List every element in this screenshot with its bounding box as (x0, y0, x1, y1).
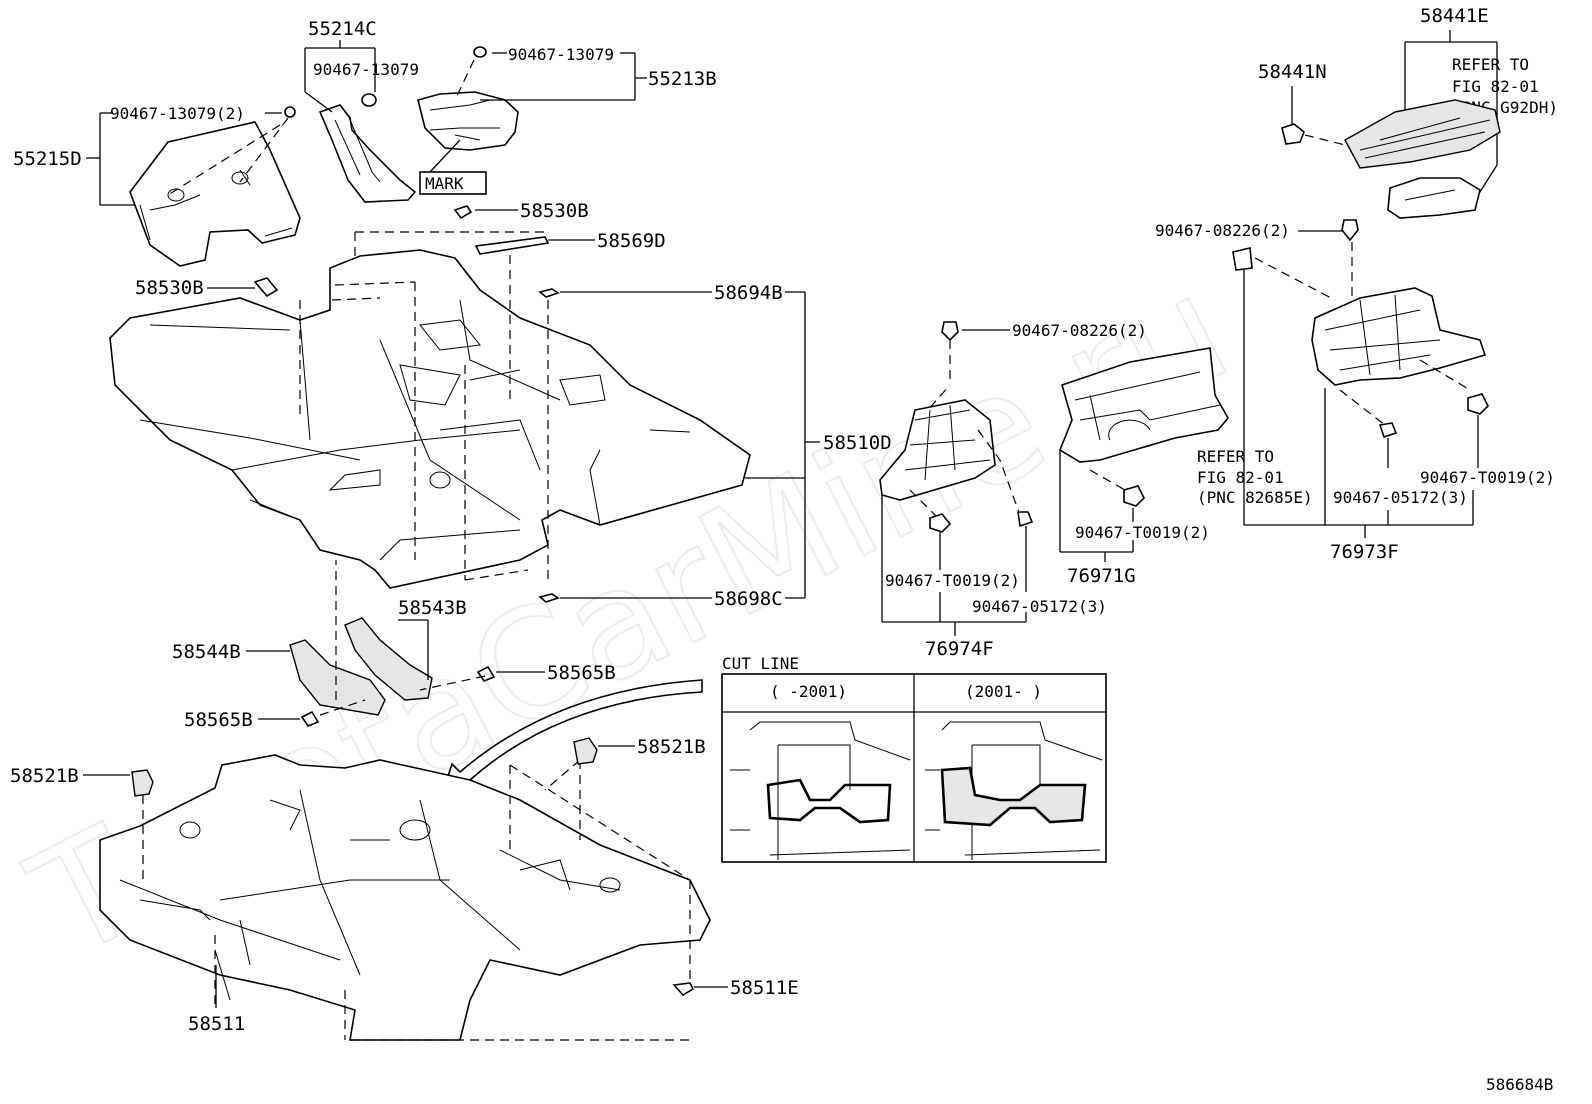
clip-90467-05172-mid (1017, 511, 1034, 528)
clip-90467-05172-76973F (1378, 422, 1398, 439)
bracket-58544B (289, 639, 386, 716)
clip-58565B-b (300, 710, 320, 727)
mark-box (419, 171, 487, 195)
label-refer2-b: FIG 82-01 (1197, 468, 1284, 487)
label-58565B-b: 58565B (184, 709, 253, 731)
screw-58441N (1281, 123, 1305, 145)
label-90467-T0019-2a: 90467-T0019(2) (1420, 468, 1555, 487)
label-90467-T0019-2b: 90467-T0019(2) (885, 571, 1020, 590)
trim-76973F (1311, 287, 1487, 386)
trim-76971G (1059, 347, 1229, 463)
label-55213B: 55213B (648, 68, 717, 90)
label-90467-13079-2: 90467-13079(2) (110, 104, 245, 123)
label-cut-line: CUT LINE (722, 654, 799, 673)
label-58544B: 58544B (172, 641, 241, 663)
label-90467-05172-3b: 90467-05172(3) (972, 597, 1107, 616)
cover-55214C (318, 104, 417, 203)
clip-58698C (538, 593, 560, 603)
label-58530B-b: 58530B (135, 277, 204, 299)
label-90467-13079-a: 90467-13079 (313, 60, 419, 79)
label-58510D: 58510D (823, 432, 892, 454)
label-90467-05172-3a: 90467-05172(3) (1333, 488, 1468, 507)
clip-90467-T0019-76971G (1123, 485, 1145, 507)
label-90467-13079-b: 90467-13079 (508, 45, 614, 64)
cover-55215D (129, 121, 301, 267)
clip-90467-08226-right (1341, 219, 1359, 242)
floor-silencer-58511 (99, 754, 711, 1041)
label-58694B: 58694B (714, 282, 783, 304)
clip-58694B (538, 288, 560, 298)
label-58511E: 58511E (730, 977, 799, 999)
label-refer1-a: REFER TO (1452, 55, 1529, 74)
clip-58521B-a (131, 769, 154, 797)
label-90467-T0019-2c: 90467-T0019(2) (1075, 523, 1210, 542)
label-55214C: 55214C (308, 18, 377, 40)
screw-58530B-top (453, 205, 473, 220)
grille-58441E (1344, 99, 1501, 169)
figure-code: 586684B (1486, 1075, 1553, 1094)
label-cut-left: ( -2001) (770, 682, 847, 701)
cut-line-inset: CUT LINE ( -2001) (2001- ) (721, 654, 1107, 863)
label-58530B-a: 58530B (520, 200, 589, 222)
bezel-58441E (1387, 177, 1481, 219)
plate-58569D (474, 236, 550, 255)
label-cut-right: (2001- ) (965, 682, 1042, 701)
screw-58530B-left (253, 277, 279, 298)
label-58441E: 58441E (1420, 5, 1489, 27)
label-refer2-c: (PNC 82685E) (1197, 488, 1313, 507)
clip-90467-T0019-mid (929, 513, 952, 533)
clip-58565B-a (476, 665, 496, 682)
clip-90467-T0019-76973F (1467, 393, 1489, 415)
label-76973F: 76973F (1330, 541, 1399, 563)
cover-55213B (417, 91, 519, 151)
label-76971G: 76971G (1067, 565, 1136, 587)
label-76974F: 76974F (925, 638, 994, 660)
sticker (1232, 247, 1253, 271)
clip-58511E (672, 982, 695, 997)
label-58521B-a: 58521B (10, 765, 79, 787)
label-58521B-b: 58521B (637, 736, 706, 758)
label-refer1-b: FIG 82-01 (1452, 77, 1539, 96)
label-58698C: 58698C (714, 588, 783, 610)
clip-90467-08226-mid (941, 321, 959, 342)
label-55215D: 55215D (13, 148, 82, 170)
label-mark: MARK (425, 174, 464, 193)
label-refer2-a: REFER TO (1197, 447, 1274, 466)
clip-58521B-b (573, 737, 598, 765)
label-58511: 58511 (188, 1013, 245, 1035)
label-90467-08226-2b: 90467-08226(2) (1012, 321, 1147, 340)
label-90467-08226-2a: 90467-08226(2) (1155, 221, 1290, 240)
label-58543B: 58543B (398, 597, 467, 619)
label-58441N: 58441N (1258, 61, 1327, 83)
bracket-58543B (344, 617, 433, 701)
label-58569D: 58569D (597, 230, 666, 252)
carpet-58510D (109, 249, 751, 589)
trim-76974F (879, 399, 996, 501)
label-58565B-a: 58565B (547, 662, 616, 684)
